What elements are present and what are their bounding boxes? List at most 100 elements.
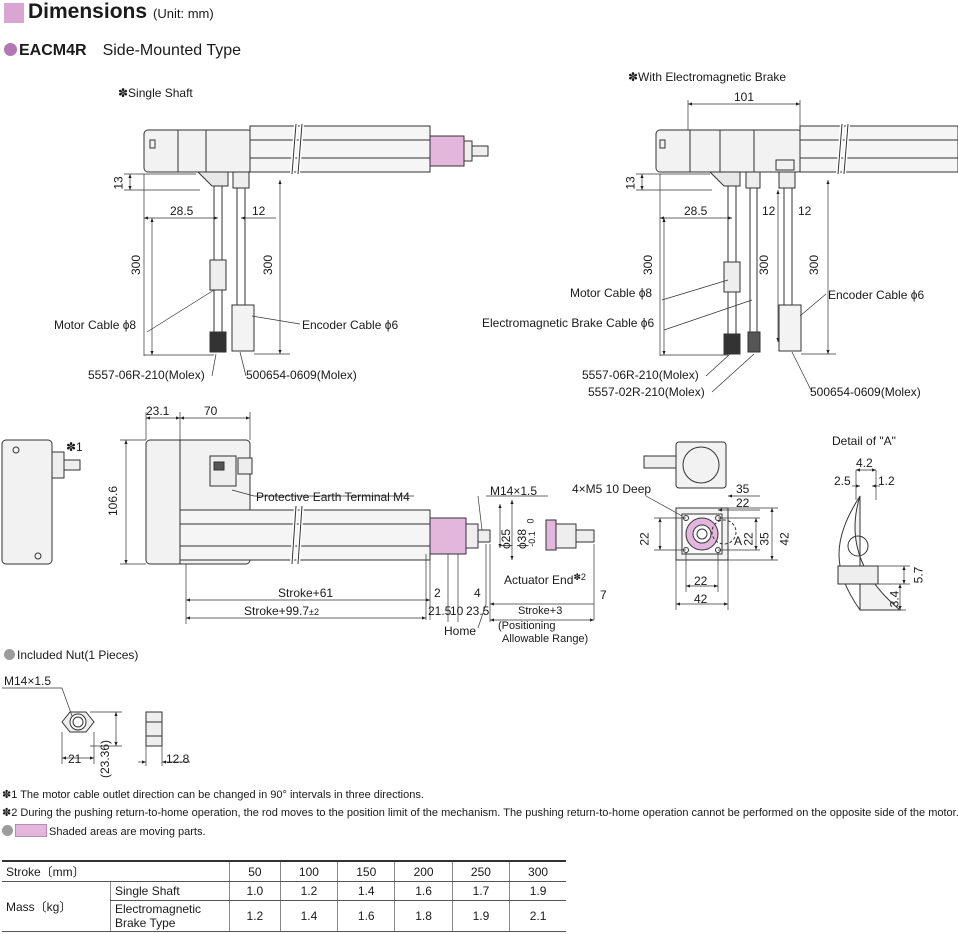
dim-101: 101 [734,90,755,104]
stroke-cell: 100 [279,860,338,882]
dim-70: 70 [204,404,218,418]
home-label: Home [444,624,477,638]
nut-dim-12-8: 12.8 [166,752,190,766]
mass-cell: 1.9 [509,881,566,901]
positioning-label: (Positioning [498,620,556,632]
end-dim-35-right: 35 [757,532,772,546]
mass-cell: 2.1 [509,900,566,932]
stroke-99-7-label: Stroke+99.7±2 [244,604,319,618]
tol-38-top: 0 [525,518,536,524]
brake-view [636,100,958,393]
encoder-cable-label: Encoder Cable ϕ6 [302,318,399,332]
mass-cell: 1.2 [279,881,338,901]
mass-table: Stroke〔mm〕 50 100 150 200 250 300 Mass〔k… [2,860,566,932]
end-dim-42-bottom: 42 [694,592,708,606]
dim-21-5: 21.5 [428,604,452,618]
page-title: Dimensions(Unit: mm) [28,0,214,23]
stroke-cell: 300 [509,860,566,882]
stroke-61-label: Stroke+61 [278,586,334,600]
stroke-cell: 50 [229,860,281,882]
detail-dim-5-7: 5.7 [911,566,926,584]
detail-a-view [837,468,910,611]
end-view [643,441,778,610]
motor-cable-label: Motor Cable ϕ8 [54,318,137,332]
dim-12: 12 [252,204,266,218]
tol-38-bot: -0.1 [526,531,537,547]
bullet-icon [4,43,17,56]
table-row: Mass〔kg〕 Single Shaft 1.0 1.2 1.4 1.6 1.… [2,881,566,932]
rod-dia-25: ϕ25 [499,528,514,550]
nut-view [2,687,190,766]
brake-encoder-connector-label: 500654-0609(Molex) [810,385,921,399]
mass-cell: 1.9 [451,900,510,932]
brake-cable-label: Electromagnetic Brake Cable ϕ6 [482,316,655,330]
end-dim-22-right: 22 [741,532,756,546]
stroke-cell: 200 [394,860,453,882]
mass-cell: 1.6 [337,900,395,932]
brake-motor-cable-label: Motor Cable ϕ8 [570,286,653,300]
mass-header: Mass〔kg〕 [2,881,111,932]
dim-23-5: 23.5 [466,604,490,618]
end-dim-22-left: 22 [637,532,652,546]
mass-cell: 1.7 [451,881,510,901]
brake-caption: ✽With Electromagnetic Brake [628,70,787,84]
brake-brake-connector-label: 5557-02R-210(Molex) [588,385,705,399]
detail-dim-4-2: 4.2 [856,456,873,470]
detail-dim-1-2: 1.2 [878,474,895,488]
single-shaft-caption: ✽Single Shaft [118,86,193,100]
actuator-end-label: Actuator End✽2 [504,572,586,587]
mass-cell: 1.6 [394,881,453,901]
mass-cell: 1.0 [229,881,281,901]
stroke-cell: 150 [337,860,395,882]
detail-dim-2-5: 2.5 [834,474,851,488]
gray-bullet-icon [2,825,13,836]
dim-7: 7 [600,588,607,602]
table-row: Stroke〔mm〕 50 100 150 200 250 300 [2,860,566,882]
unit-label: (Unit: mm) [153,6,214,21]
dim-2: 2 [434,586,441,600]
brake-dim-300a: 300 [641,254,656,276]
nut-dim-21: 21 [68,752,82,766]
end-dim-22-bottom: 22 [694,574,708,588]
mass-cell: 1.4 [279,900,338,932]
detail-marker-a: A [734,534,743,548]
allowable-range-label: Allowable Range) [502,633,589,645]
pe-terminal-label: Protective Earth Terminal M4 [256,490,410,504]
note-mark-1: ✽1 [66,440,83,454]
stroke-header: Stroke〔mm〕 [2,860,230,882]
brake-dim-13: 13 [623,176,638,190]
nut-thread-label: M14×1.5 [4,674,52,688]
encoder-connector-label: 500654-0609(Molex) [246,368,357,382]
detail-dim-3-4: 3.4 [887,590,902,608]
stroke-cell: 250 [451,860,510,882]
dim-4: 4 [474,586,481,600]
mass-cell: 1.4 [337,881,395,901]
brake-motor-connector-label: 5557-06R-210(Molex) [582,368,699,382]
rod-thread-label: M14×1.5 [490,484,538,498]
dim-106-6: 106.6 [106,485,121,517]
stroke-3-label: Stroke+3 [518,605,563,617]
single-shaft-view [124,123,489,377]
brake-dim-300b: 300 [757,254,772,276]
detail-a-caption: Detail of "A" [832,434,896,448]
dim-23-1: 23.1 [146,404,170,418]
brake-dim-12a: 12 [762,204,776,218]
brake-dim-300c: 300 [807,254,822,276]
model-code: EACM4R [19,42,87,59]
row-label: Single Shaft [110,881,230,901]
end-dim-35: 35 [736,482,750,496]
holes-label: 4×M5 10 Deep [572,482,652,496]
brake-dim-12b: 12 [798,204,812,218]
nut-dim-23-36: (23.36) [98,739,113,779]
moving-part-swatch [15,824,47,837]
note-3: Shaded areas are moving parts. [2,824,206,838]
dim-10: 10 [450,604,464,618]
mass-cell: 1.2 [229,900,281,932]
brake-dim-28-5: 28.5 [684,204,708,218]
note-1: ✽1 The motor cable outlet direction can … [2,789,424,801]
end-dim-42-right: 42 [777,532,792,546]
